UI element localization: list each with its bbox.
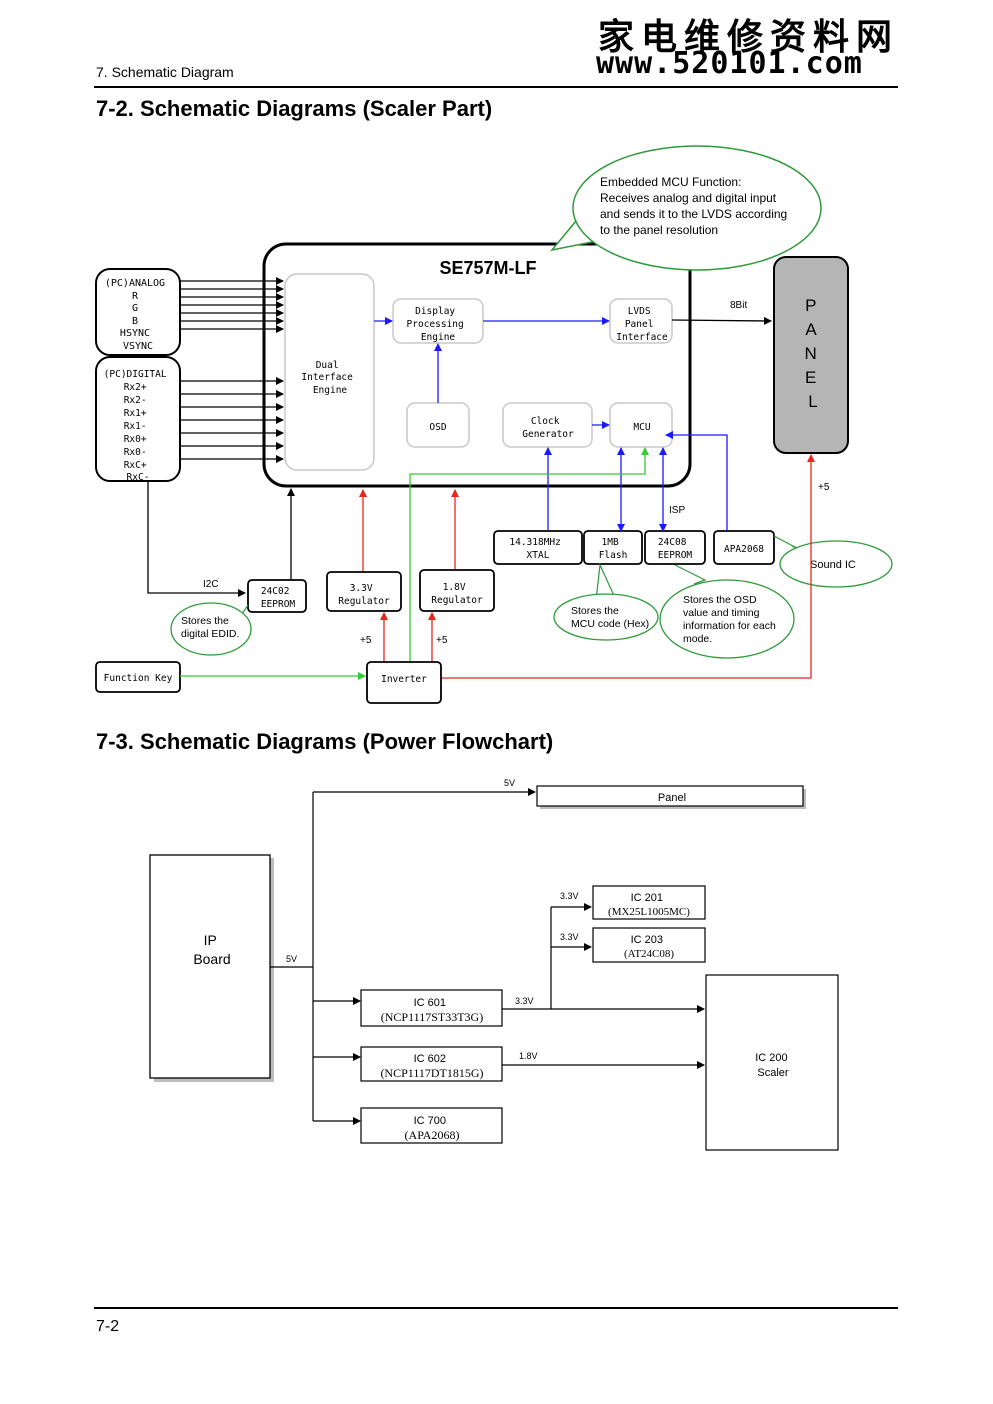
label-plus5-b: +5	[436, 635, 448, 646]
ic200-box	[705, 974, 839, 1151]
edid-note-bubble	[170, 602, 252, 656]
sound-ic-label: Sound IC	[810, 559, 856, 571]
xtal-label: 14.318MHz XTAL	[509, 537, 566, 561]
power-trunk-lines	[270, 788, 536, 1125]
section-title-power: 7-3. Schematic Diagrams (Power Flowchart…	[96, 729, 554, 754]
mcu-code-bubble	[553, 593, 659, 641]
chip-title: SE757M-LF	[439, 258, 536, 278]
ic700-label: IC 700 (APA2068)	[405, 1111, 460, 1142]
label-33-ic601: 3.3V	[515, 996, 534, 1006]
function-key-label: Function Key	[104, 673, 173, 684]
regulator-1v8-box	[419, 569, 495, 612]
label-8bit: 8Bit	[730, 300, 747, 311]
lvds-to-panel-arrow	[671, 316, 772, 325]
mcu-callout-text: Embedded MCU Function: Receives analog a…	[600, 175, 791, 237]
panel-power-label: Panel	[658, 792, 686, 804]
osd-note-pointer	[674, 564, 707, 585]
header-rule	[94, 86, 898, 88]
apa2068-box	[713, 530, 775, 565]
panel-power-box	[536, 785, 804, 807]
ic601-box	[360, 989, 503, 1027]
flash-box	[583, 530, 643, 565]
digital-input-labels: (PC)DIGITAL Rx2+ Rx2- Rx1+ Rx1- Rx0+ Rx0…	[104, 369, 173, 483]
label-isp: ISP	[669, 505, 685, 516]
ic602-box	[360, 1046, 503, 1082]
eeprom-24c02-label: 24C02 EEPROM	[261, 586, 296, 610]
mcu-callout-bubble	[572, 145, 822, 271]
flash-label: 1MB Flash	[599, 537, 628, 561]
dual-interface-engine	[284, 273, 375, 471]
analog-input-labels: (PC)ANALOG R G B HSYNC VSYNC	[105, 278, 171, 352]
ic203-label: IC 203 (AT24C08)	[624, 930, 674, 960]
ic700-box	[360, 1107, 503, 1144]
lvds-label: LVDS Panel Interface	[616, 306, 668, 343]
label-18-ic602: 1.8V	[519, 1051, 538, 1061]
analog-bus-arrows	[180, 277, 284, 333]
section-title-scaler: 7-2. Schematic Diagrams (Scaler Part)	[96, 96, 493, 121]
control-green-arrows	[180, 447, 649, 680]
analog-input-box	[95, 268, 181, 356]
power-distribution-lines	[502, 903, 705, 1069]
inverter-box	[366, 661, 442, 704]
apa2068-label: APA2068	[724, 544, 764, 555]
footer-rule	[94, 1307, 898, 1309]
ic602-label: IC 602 (NCP1117DT1815G)	[380, 1049, 483, 1080]
ic201-box	[592, 885, 706, 920]
display-processing-label: Display Processing Engine	[407, 306, 470, 343]
ip-board-box	[149, 854, 271, 1079]
regulator-1v8-label: 1.8V Regulator	[431, 582, 483, 606]
panel-block	[773, 256, 849, 454]
label-5v-top: 5V	[504, 778, 515, 788]
osd-note-bubble	[659, 579, 795, 659]
label-plus5-a: +5	[360, 635, 372, 646]
power-red-arrows	[359, 454, 815, 679]
inverter-label: Inverter	[381, 674, 427, 685]
ic203-box	[592, 927, 706, 963]
xtal-box	[493, 530, 583, 565]
dual-interface-label: Dual Interface Engine	[301, 360, 358, 396]
regulator-3v3-label: 3.3V Regulator	[338, 583, 390, 607]
watermark-url: www.520101.com	[596, 46, 863, 81]
osd-label: OSD	[429, 422, 446, 433]
ic201-label: IC 201 (MX25L1005MC)	[608, 888, 690, 918]
clock-generator-label: Clock Generator	[522, 416, 574, 440]
sound-ic-bubble	[779, 540, 893, 588]
i2c-path	[147, 481, 246, 597]
ic601-label: IC 601 (NCP1117ST33T3G)	[381, 993, 483, 1024]
peripheral-blue-links	[544, 431, 728, 532]
edid-note-text: Stores the digital EDID.	[181, 615, 239, 640]
digital-input-box	[95, 356, 181, 482]
label-5v-ip: 5V	[286, 954, 297, 964]
eeprom-24c02-box	[247, 579, 307, 613]
internal-blue-arrows	[374, 317, 610, 429]
ip-board-label: IP Board	[193, 932, 230, 967]
label-plus5-panel: +5	[818, 482, 830, 493]
watermark-chinese-text: 家电维修资料网	[598, 16, 900, 58]
label-33-ic201: 3.3V	[560, 891, 579, 901]
ic200-label: IC 200 Scaler	[755, 1052, 790, 1079]
panel-letters: P A N E L	[804, 296, 821, 411]
label-33-ic203: 3.3V	[560, 932, 579, 942]
regulator-3v3-box	[326, 571, 402, 612]
eeprom-24c08-label: 24C08 EEPROM	[658, 537, 693, 561]
mcu-code-text: Stores the MCU code (Hex)	[571, 605, 649, 630]
footer-page-number: 7-2	[96, 1318, 120, 1335]
lvds-panel-interface	[609, 298, 673, 344]
osd-note-text: Stores the OSD value and timing informat…	[683, 594, 779, 645]
eeprom-24c08-box	[644, 530, 706, 565]
function-key-box	[95, 661, 181, 693]
digital-bus-arrows	[180, 377, 284, 463]
mcu-label: MCU	[633, 422, 650, 433]
label-i2c: I2C	[203, 579, 219, 590]
header-section-label: 7. Schematic Diagram	[96, 64, 234, 80]
